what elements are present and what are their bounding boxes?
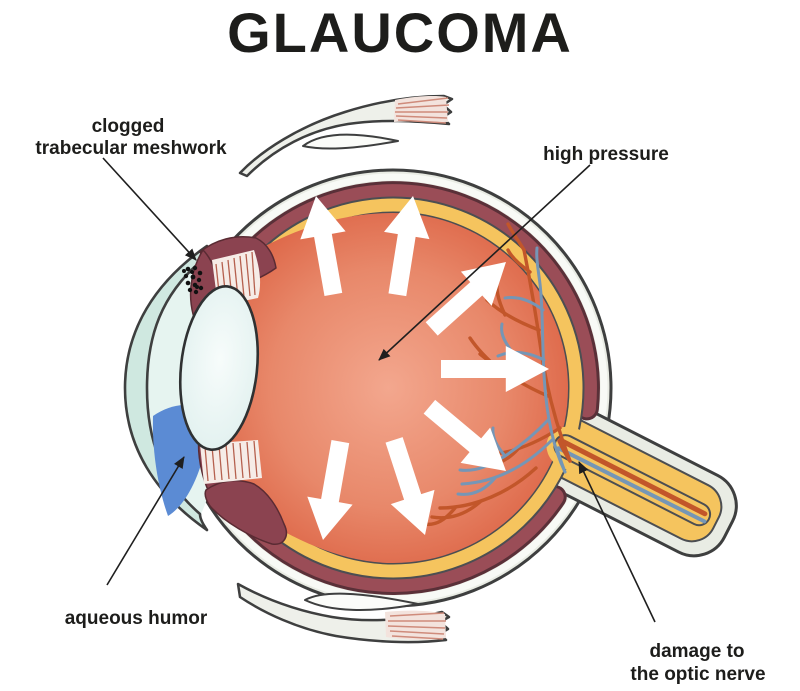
trabecular-meshwork-dots	[182, 265, 204, 295]
pointer-trabecular-meshwork	[102, 157, 197, 261]
label-optic-nerve-line1: damage to	[649, 641, 744, 662]
optic-nerve-channel	[546, 426, 712, 527]
label-trabecular-line2: trabecular meshwork	[35, 138, 227, 159]
central-retinal-artery	[558, 437, 708, 517]
pointer-optic-nerve-damage	[578, 461, 656, 623]
pointer-aqueous-humor	[106, 456, 185, 586]
pressure-arrow-right	[440, 346, 549, 392]
pointer-high-pressure	[378, 164, 591, 361]
annotation-labels: clogged trabecular meshwork high pressur…	[35, 116, 765, 685]
anterior-segment	[123, 236, 288, 545]
label-aqueous-humor: aqueous humor	[65, 608, 208, 629]
pressure-arrow-up-right	[384, 196, 430, 297]
pressure-arrow-down-left	[307, 439, 353, 540]
tendon-slit-top	[302, 133, 399, 150]
pressure-arrow-diagonal-down	[423, 399, 506, 471]
pressure-arrow-diagonal-up	[425, 262, 506, 336]
cornea	[123, 244, 209, 532]
vitreous-body	[223, 213, 568, 563]
pressure-arrow-up-left	[300, 196, 346, 297]
muscle-fray-striations	[395, 97, 450, 124]
inferior-rectus-muscle	[236, 582, 451, 644]
pressure-arrow-down-right	[385, 437, 435, 535]
zonule-fibers-lower	[200, 440, 262, 484]
label-high-pressure: high pressure	[543, 144, 669, 165]
muscle-fray-striations	[387, 612, 446, 640]
label-trabecular-line1: clogged	[92, 116, 165, 137]
label-optic-nerve-line2: the optic nerve	[630, 664, 765, 685]
pressure-arrows	[300, 196, 549, 540]
pointer-lines	[102, 157, 656, 623]
page-title: GLAUCOMA	[227, 1, 573, 64]
ciliary-body-lower	[204, 479, 288, 545]
superior-rectus-muscle	[238, 94, 454, 178]
lens	[178, 285, 260, 451]
tendon-slit-bottom	[304, 592, 419, 611]
retina-layer	[244, 196, 585, 580]
central-retinal-vein	[556, 446, 707, 524]
